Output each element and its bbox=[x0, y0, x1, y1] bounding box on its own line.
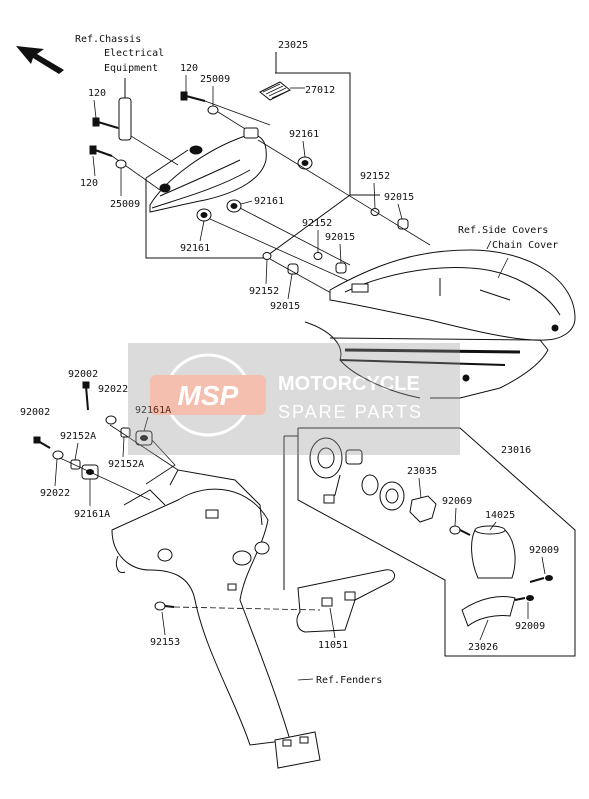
washer-25009-icon bbox=[115, 159, 127, 169]
label-92022: 92022 bbox=[40, 488, 70, 499]
license-light-bracket-icon bbox=[296, 569, 396, 633]
label-92009: 92009 bbox=[515, 621, 545, 632]
screw-120-icon bbox=[89, 145, 113, 157]
washer-92022-icon bbox=[52, 450, 64, 460]
watermark-line1: MOTORCYCLE bbox=[278, 373, 420, 395]
label-92161a: 92161A bbox=[74, 509, 110, 520]
label-92161: 92161 bbox=[254, 196, 284, 207]
grommet-92161-icon bbox=[226, 199, 242, 213]
grommet-92161-icon bbox=[196, 208, 212, 222]
license-lamp-socket-icon bbox=[309, 437, 379, 504]
group-frame-23025 bbox=[145, 52, 380, 259]
label-23025: 23025 bbox=[278, 40, 308, 51]
ref-side-covers-line2: /Chain Cover bbox=[486, 240, 558, 251]
screw-92009-icon bbox=[514, 595, 534, 601]
bolt-92002-icon bbox=[33, 436, 51, 449]
label-92161a: 92161A bbox=[135, 405, 171, 416]
label-120: 120 bbox=[80, 178, 98, 189]
label-92153: 92153 bbox=[150, 637, 180, 648]
label-92015: 92015 bbox=[384, 192, 414, 203]
watermark: MSP MOTORCYCLE SPARE PARTS bbox=[128, 343, 460, 455]
reflector-27012-icon bbox=[259, 81, 305, 101]
ref-side-covers-line1: Ref.Side Covers bbox=[458, 225, 548, 236]
label-92152: 92152 bbox=[360, 171, 390, 182]
label-25009: 25009 bbox=[110, 199, 140, 210]
side-cover-icon bbox=[329, 249, 576, 341]
label-27012: 27012 bbox=[305, 85, 335, 96]
label-92161: 92161 bbox=[289, 129, 319, 140]
collar-92015-icon bbox=[397, 218, 409, 230]
ref-chassis-line2: Electrical bbox=[104, 48, 164, 59]
lamp-cover-23026-icon bbox=[461, 596, 516, 627]
grommet-92161-icon bbox=[297, 156, 313, 170]
washer-92152-icon bbox=[262, 252, 272, 260]
label-92015: 92015 bbox=[325, 232, 355, 243]
washer-25009-icon bbox=[207, 105, 219, 115]
washer-92152-icon bbox=[313, 252, 323, 260]
screw-120-icon bbox=[92, 117, 119, 129]
label-23035: 23035 bbox=[407, 466, 437, 477]
label-92002: 92002 bbox=[68, 369, 98, 380]
collar-92015-icon bbox=[287, 263, 299, 275]
label-92152a: 92152A bbox=[108, 459, 144, 470]
screw-120-icon bbox=[180, 91, 206, 102]
collar-92152a-icon bbox=[70, 459, 81, 470]
ref-fenders: Ref.Fenders bbox=[316, 675, 382, 686]
grommet-92161a-icon bbox=[135, 430, 153, 446]
label-11051: 11051 bbox=[318, 640, 348, 651]
rear-fender-bracket-icon bbox=[111, 469, 291, 746]
label-92022: 92022 bbox=[98, 384, 128, 395]
label-23016: 23016 bbox=[501, 445, 531, 456]
wiring-clamp-icon bbox=[118, 78, 132, 141]
lamp-bulb-icon bbox=[379, 481, 405, 511]
screw-92069-icon bbox=[449, 525, 471, 536]
label-14025: 14025 bbox=[485, 510, 515, 521]
license-plate-mount-icon bbox=[274, 731, 321, 769]
collar-92015-icon bbox=[335, 262, 347, 274]
lamp-holder-23035-icon bbox=[409, 495, 437, 523]
washer-92022-icon bbox=[105, 415, 117, 425]
watermark-logo: MSP bbox=[178, 380, 239, 411]
label-25009: 25009 bbox=[200, 74, 230, 85]
ref-chassis-line1: Ref.Chassis bbox=[75, 34, 141, 45]
label-92015: 92015 bbox=[270, 301, 300, 312]
license-lamp-lens-14025-icon bbox=[471, 525, 516, 579]
label-92009: 92009 bbox=[529, 545, 559, 556]
group-frame-23016 bbox=[283, 427, 576, 657]
label-120: 120 bbox=[88, 88, 106, 99]
screw-92009-icon bbox=[529, 575, 553, 583]
label-92002: 92002 bbox=[20, 407, 50, 418]
label-92161: 92161 bbox=[180, 243, 210, 254]
front-direction-arrow-icon bbox=[16, 46, 64, 74]
watermark-line2: SPARE PARTS bbox=[278, 402, 423, 422]
label-92152a: 92152A bbox=[60, 431, 96, 442]
bolt-92002-icon bbox=[82, 381, 90, 411]
screw-92153-icon bbox=[154, 601, 175, 611]
tail-light-cover-icon bbox=[149, 127, 267, 213]
ref-chassis-line3: Equipment bbox=[104, 63, 158, 74]
label-92069: 92069 bbox=[442, 496, 472, 507]
rear-cowl-icon bbox=[304, 321, 549, 399]
label-92152: 92152 bbox=[302, 218, 332, 229]
label-120: 120 bbox=[180, 63, 198, 74]
label-23026: 23026 bbox=[468, 642, 498, 653]
label-92152: 92152 bbox=[249, 286, 279, 297]
msp-logo-icon: MSP bbox=[150, 353, 266, 437]
